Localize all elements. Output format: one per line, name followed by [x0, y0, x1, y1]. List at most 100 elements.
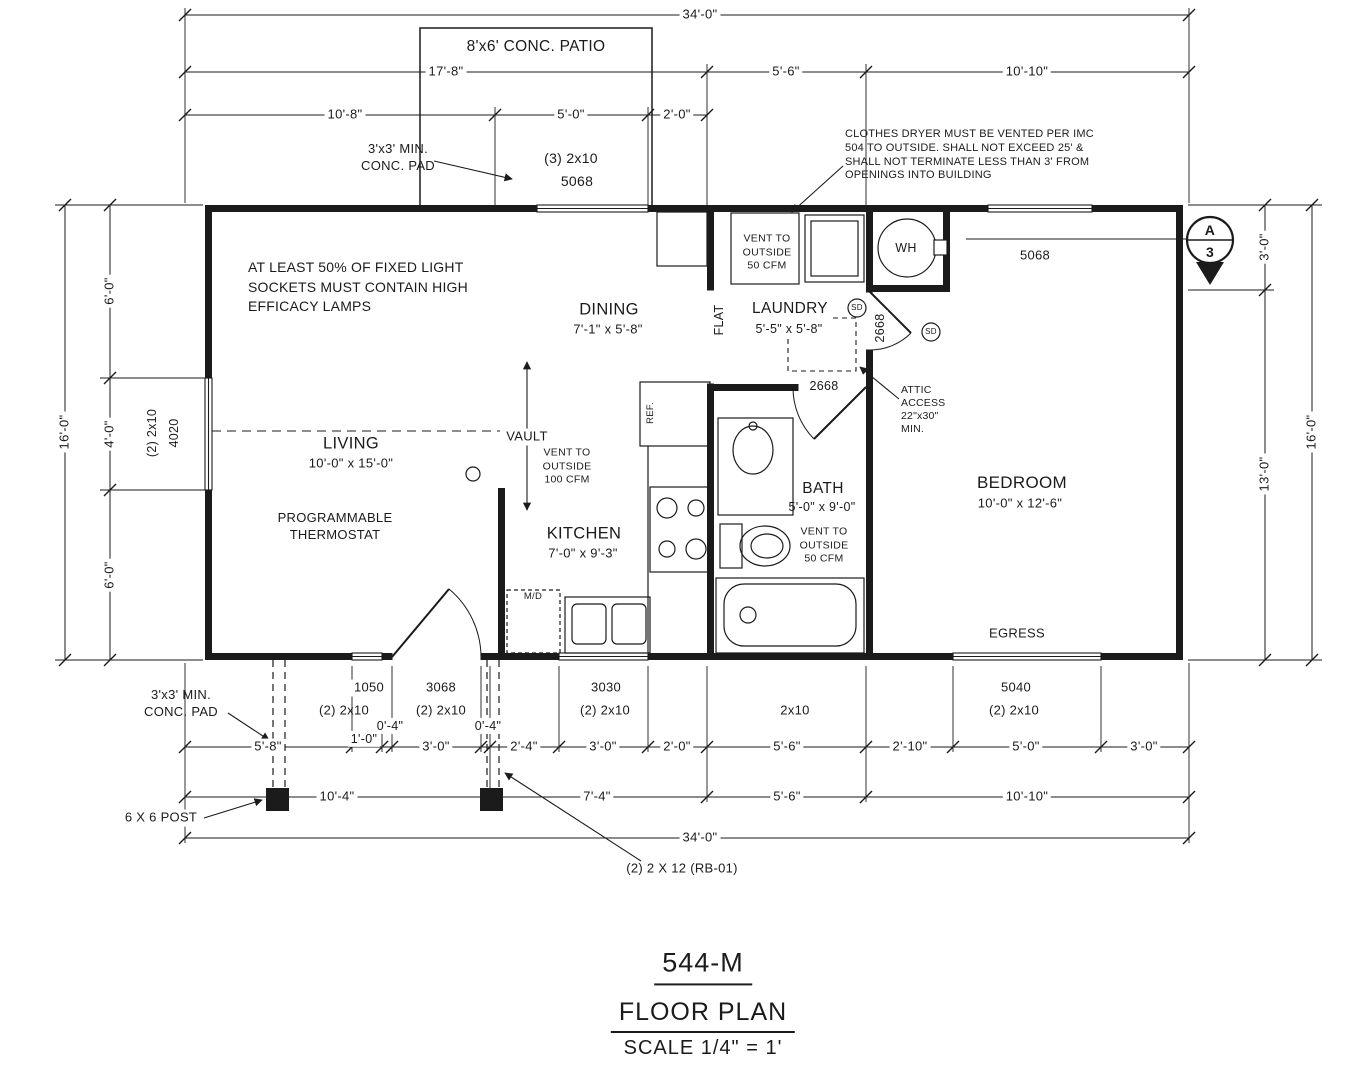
- efficacy-note: AT LEAST 50% OF FIXED LIGHT SOCKETS MUST…: [248, 259, 468, 315]
- dim-bot2-c: 5'-6": [770, 788, 804, 806]
- sheet-model: 544-M: [654, 910, 752, 986]
- egress-label: EGRESS: [989, 625, 1045, 641]
- dim-bot-total: 34'-0": [679, 829, 721, 847]
- dim-bot-l: 3'-0": [1127, 738, 1161, 756]
- dishwasher-label: M/D: [520, 590, 546, 604]
- bath-vanity: [717, 417, 794, 516]
- dim-bot-b: 1'-0": [347, 730, 381, 748]
- room-bedroom-name: BEDROOM: [977, 472, 1067, 492]
- attic-access-hatch: [787, 317, 857, 372]
- dim-bot2-b: 7'-4": [580, 788, 614, 806]
- dim-top-c: 10'-10": [1002, 63, 1052, 81]
- dim-top-f: 2'-0": [660, 106, 694, 124]
- laundry-door-label: 2668: [806, 377, 842, 395]
- header-label-2: (2) 2x10: [415, 702, 467, 718]
- dryer-vent-note: CLOTHES DRYER MUST BE VENTED PER IMC 504…: [845, 128, 1094, 182]
- dim-top-e: 5'-0": [554, 106, 588, 124]
- room-living-dims: 10'-0" x 15'-0": [308, 455, 394, 471]
- patio-label: 8'x6' CONC. PATIO: [466, 37, 606, 55]
- left-window-header-label: (2) 2x10: [144, 408, 159, 458]
- left-window-label: 4020: [166, 418, 181, 448]
- conc-pad-bottom-note: 3'x3' MIN. CONC. PAD: [144, 687, 218, 719]
- dim-top-total: 34'-0": [679, 6, 721, 24]
- header-label-1: (2) 2x10: [318, 702, 370, 718]
- sheet-scale: SCALE 1/4" = 1': [623, 1037, 783, 1059]
- dim-left-b: 4'-0": [101, 417, 119, 451]
- room-laundry-dims: 5'-5" x 5'-8": [752, 320, 826, 338]
- dim-right-a: 3'-0": [1256, 230, 1274, 264]
- flat-ceiling-label: FLAT: [711, 304, 726, 336]
- extension-lines: [55, 8, 1322, 843]
- post-right: [480, 788, 503, 811]
- dim-left-a: 6'-0": [101, 274, 119, 308]
- bedroom-top-window-label: 5068: [1016, 247, 1054, 265]
- window-3030-label: 3030: [587, 679, 625, 697]
- laundry-vent-note: VENT TO OUTSIDE 50 CFM: [739, 232, 795, 274]
- room-dining-dims: 7'-1" x 5'-8": [573, 321, 643, 337]
- vault-label: VAULT: [503, 428, 551, 446]
- refrigerator: [639, 381, 711, 447]
- header-label-5: (2) 2x10: [988, 702, 1040, 718]
- sheet-title-text: FLOOR PLAN: [610, 996, 796, 1033]
- dim-bot-i: 5'-6": [770, 738, 804, 756]
- dim-bot-f: 2'-4": [507, 738, 541, 756]
- room-laundry-name: LAUNDRY: [749, 298, 831, 320]
- dim-right-b: 13'-0": [1256, 453, 1274, 495]
- smoke-detector-1: [847, 298, 867, 318]
- attic-access-note: ATTIC ACCESS 22"x30" MIN.: [901, 384, 946, 436]
- smoke-detector-2: [921, 322, 941, 342]
- sheet-model-text: 544-M: [654, 946, 752, 986]
- dim-bot2-a: 10'-4": [316, 788, 358, 806]
- dimension-lines: [64, 14, 1313, 839]
- room-bedroom-dims: 10'-0" x 12'-6": [977, 495, 1063, 511]
- dim-bot-g: 3'-0": [586, 738, 620, 756]
- section-callout: [1185, 215, 1235, 285]
- room-dining-name: DINING: [579, 300, 639, 319]
- patio-outline: [419, 27, 653, 205]
- callout-number: 3: [1205, 243, 1215, 260]
- walls: [205, 205, 1183, 660]
- dim-right-total: 16'-0": [1303, 411, 1321, 453]
- room-kitchen-dims: 7'-0" x 9'-3": [548, 545, 618, 561]
- windows: [204, 204, 1102, 661]
- dim-bot-k: 5'-0": [1009, 738, 1043, 756]
- dim-bot-c: 0'-4": [373, 717, 407, 735]
- doors: [391, 291, 912, 658]
- dim-left-c: 6'-0": [101, 558, 119, 592]
- window-5040-label: 5040: [997, 679, 1035, 697]
- bath-vent-note: VENT TO OUTSIDE 50 CFM: [796, 525, 852, 567]
- dim-bot-e: 0'-4": [471, 717, 505, 735]
- door-3068-label: 3068: [422, 679, 460, 697]
- water-heater: [877, 218, 948, 278]
- fixtures: [465, 211, 948, 654]
- washer: [730, 212, 800, 285]
- post-left: [266, 788, 289, 811]
- dim-top-b: 5'-6": [769, 63, 803, 81]
- room-kitchen-name: KITCHEN: [546, 524, 622, 543]
- kitchen-vent-note: VENT TO OUTSIDE 100 CFM: [539, 446, 595, 488]
- room-bath-dims: 5'-0" x 9'-0": [788, 499, 856, 514]
- thermostat-symbol: [465, 466, 481, 482]
- pantry-cabinet: [656, 211, 708, 267]
- bathtub: [715, 577, 865, 654]
- bedroom-door-label: 2668: [871, 310, 889, 346]
- range-stove: [649, 486, 713, 573]
- header-label-3: (2) 2x10: [579, 702, 631, 718]
- thermostat-note: PROGRAMMABLE THERMOSTAT: [277, 510, 393, 542]
- window-1050-label: 1050: [350, 679, 388, 697]
- refrigerator-label: REF.: [644, 399, 658, 427]
- smoke-detector-label-2: SD: [925, 326, 937, 336]
- dim-bot-h: 2'-0": [660, 738, 694, 756]
- dim-left-total: 16'-0": [56, 411, 74, 453]
- room-living-name: LIVING: [323, 434, 379, 453]
- post-note: 6 X 6 POST: [121, 809, 201, 827]
- dim-top-d: 10'-8": [324, 106, 366, 124]
- conc-pad-top-note: 3'x3' MIN. CONC. PAD: [361, 141, 435, 173]
- dim-bot-d: 3'-0": [419, 738, 453, 756]
- patio-door-header-label: (3) 2x10: [544, 149, 598, 166]
- beam-note: (2) 2 X 12 (RB-01): [626, 860, 738, 876]
- room-bath-name: BATH: [802, 479, 844, 497]
- kitchen-sink: [564, 596, 651, 654]
- dim-bot2-d: 10'-10": [1002, 788, 1052, 806]
